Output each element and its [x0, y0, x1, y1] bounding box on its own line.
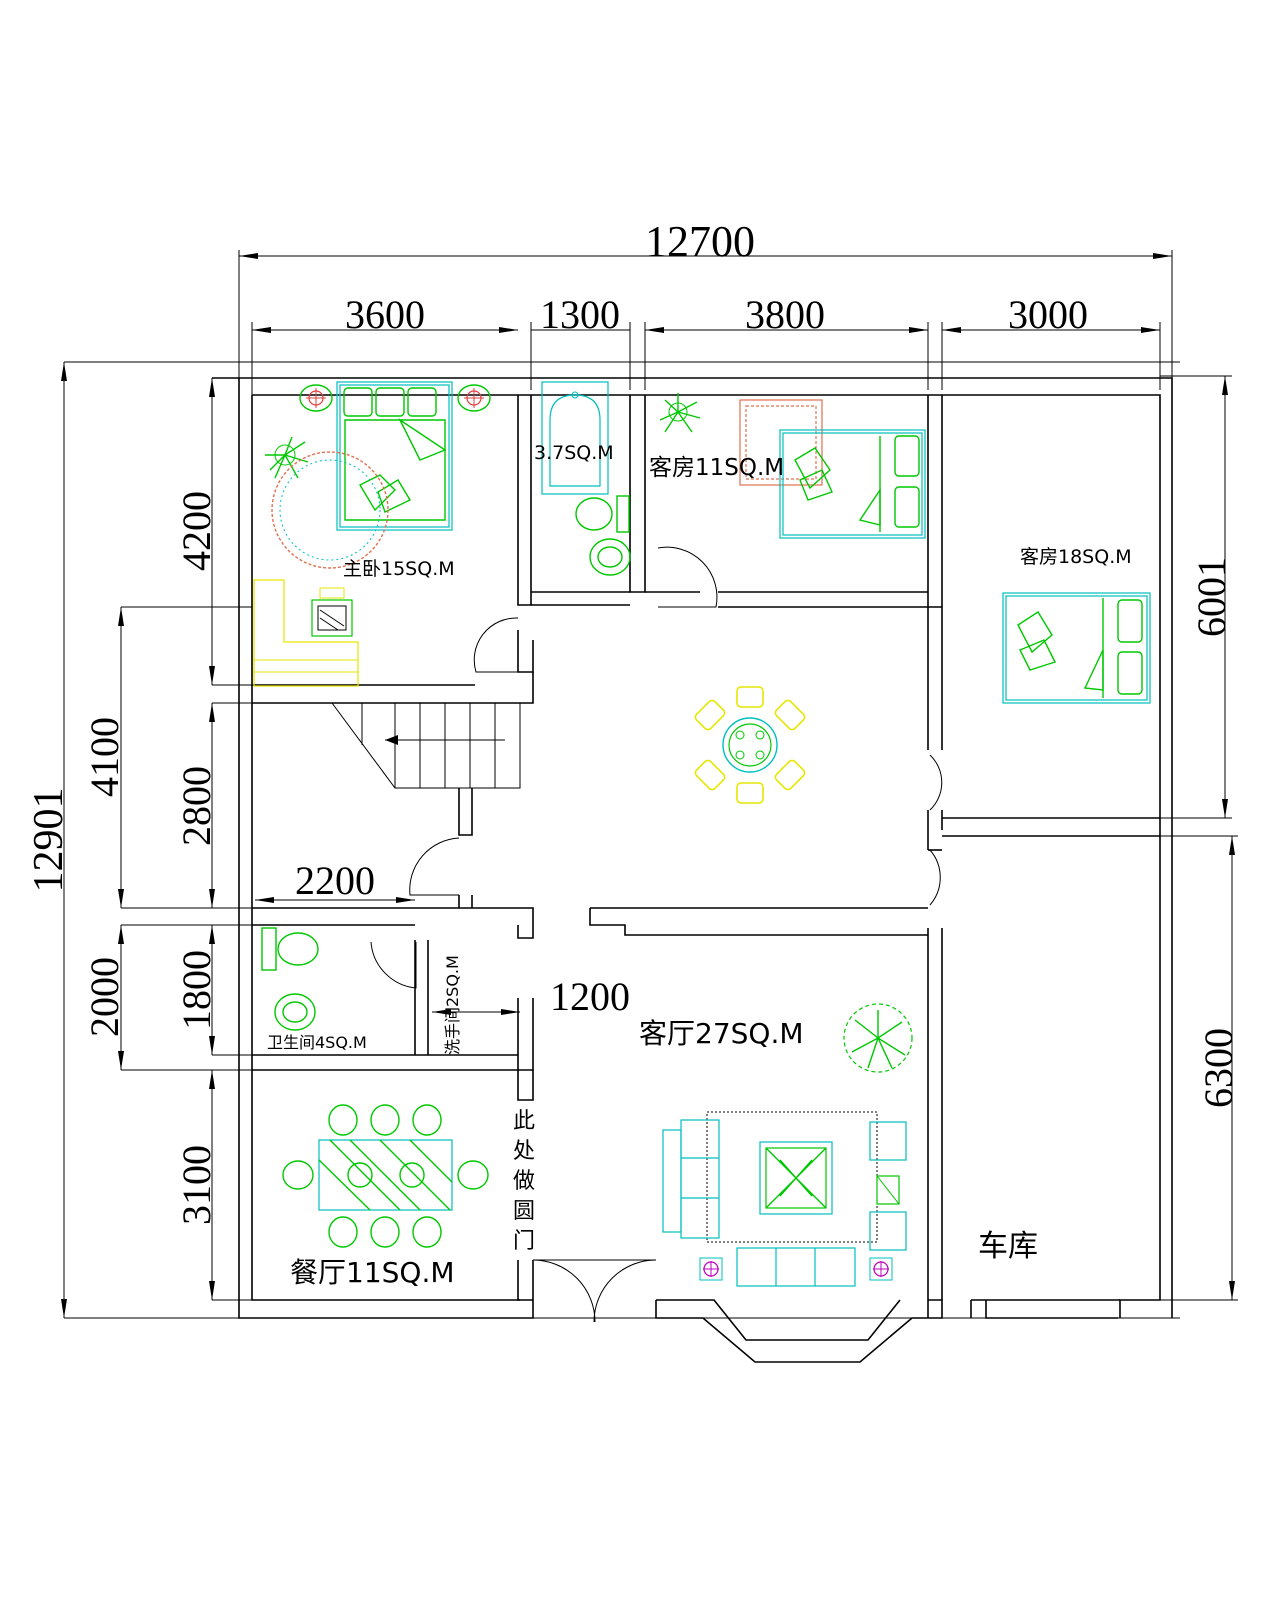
lamp-icon [869, 1257, 893, 1281]
sink-icon [274, 993, 316, 1031]
plant-icon [659, 393, 701, 433]
chair-icon [370, 1104, 400, 1136]
door-swings [370, 546, 943, 1323]
chair-icon [328, 1216, 358, 1248]
note-char-3: 做 [513, 1169, 535, 1194]
note-round-door: 此 处 做 圆 门 [513, 1109, 535, 1254]
chair-icon [328, 1104, 358, 1136]
door-hall [409, 837, 460, 896]
round-rug-icon [271, 451, 389, 569]
chair-icon [457, 1160, 489, 1190]
dim-interior-2200: 2200 [295, 858, 375, 903]
label-living-room: 客厅27SQ.M [639, 1017, 804, 1050]
dim-left-outer-1: 4100 [82, 717, 127, 797]
plant-icon [265, 436, 309, 479]
sink-icon [589, 538, 631, 576]
toilet-icon [261, 927, 319, 971]
dim-top-segment-3: 3800 [745, 292, 825, 337]
dim-left-inner-4: 3100 [174, 1145, 219, 1225]
dim-interior-1200: 1200 [550, 974, 630, 1019]
toilet-icon [575, 495, 630, 533]
dim-left-inner-3: 1800 [174, 950, 219, 1030]
chair-icon [774, 699, 806, 731]
dim-top-segment-2: 1300 [540, 292, 620, 337]
label-wc: 卫生间4SQ.M [267, 1033, 367, 1052]
chair-icon [282, 1160, 314, 1190]
dining-table-icon [318, 1139, 453, 1211]
door-entrance-right [593, 1259, 657, 1323]
dimension-labels: 12700 3600 1300 3800 3000 12901 4100 200… [26, 217, 1241, 1225]
chair-icon [694, 699, 726, 731]
round-table-icon [722, 717, 778, 773]
chair-icon [370, 1216, 400, 1248]
dim-left-total: 12901 [26, 788, 72, 893]
label-master-bedroom: 主卧15SQ.M [343, 558, 455, 580]
note-char-2: 处 [513, 1139, 535, 1164]
dim-left-inner-2: 2800 [174, 766, 219, 846]
rug-icon [739, 399, 823, 486]
guest-bed-11-icon [779, 429, 926, 539]
label-wash-room: 洗手间2SQ.M [443, 955, 462, 1055]
door-guest-11 [657, 546, 718, 608]
dim-top-total: 12700 [645, 217, 755, 266]
staircase [331, 702, 521, 789]
desk-icon [253, 579, 359, 687]
label-bathroom-top: 3.7SQ.M [534, 442, 614, 464]
note-char-5: 门 [513, 1229, 535, 1254]
label-garage: 车库 [978, 1229, 1038, 1264]
walls [212, 377, 1173, 1363]
chair-icon [736, 686, 764, 708]
dim-left-outer-2: 2000 [82, 957, 127, 1037]
guest-bed-18-icon [1002, 592, 1151, 704]
tree-icon [843, 1003, 913, 1073]
dim-right-1: 6001 [1189, 557, 1234, 637]
chair-icon [736, 782, 764, 804]
chair-icon [412, 1216, 442, 1248]
dim-right-2: 6300 [1196, 1028, 1241, 1108]
label-guest-room-18: 客房18SQ.M [1020, 546, 1132, 568]
door-entrance-left [532, 1259, 596, 1323]
note-char-1: 此 [513, 1109, 535, 1134]
door-living-side [929, 849, 941, 906]
note-char-4: 圆 [513, 1199, 535, 1224]
master-bed-icon [336, 381, 453, 531]
door-master-bedroom [473, 617, 519, 673]
dimension-lines [61, 250, 1238, 1319]
chair-icon [694, 759, 726, 791]
label-guest-room-11: 客房11SQ.M [649, 455, 784, 481]
furniture [253, 381, 1151, 1287]
door-wc [370, 941, 417, 989]
room-labels: 主卧15SQ.M 3.7SQ.M 客房11SQ.M 客房18SQ.M 卫生间4S… [267, 442, 1132, 1289]
label-dining-room: 餐厅11SQ.M [290, 1256, 455, 1289]
lamp-icon [699, 1257, 723, 1281]
dim-top-segment-4: 3000 [1008, 292, 1088, 337]
chair-icon [412, 1104, 442, 1136]
door-guest-18 [929, 754, 943, 811]
chair-icon [774, 759, 806, 791]
sofa-set-icon [662, 1111, 907, 1287]
dim-top-segment-1: 3600 [345, 292, 425, 337]
bathtub-icon [541, 381, 609, 495]
dim-left-inner-1: 4200 [174, 491, 219, 571]
stair-arrow-icon [385, 735, 398, 745]
chair-icon [311, 587, 353, 637]
lamp-icon [299, 384, 333, 412]
lamp-icon [457, 384, 491, 412]
